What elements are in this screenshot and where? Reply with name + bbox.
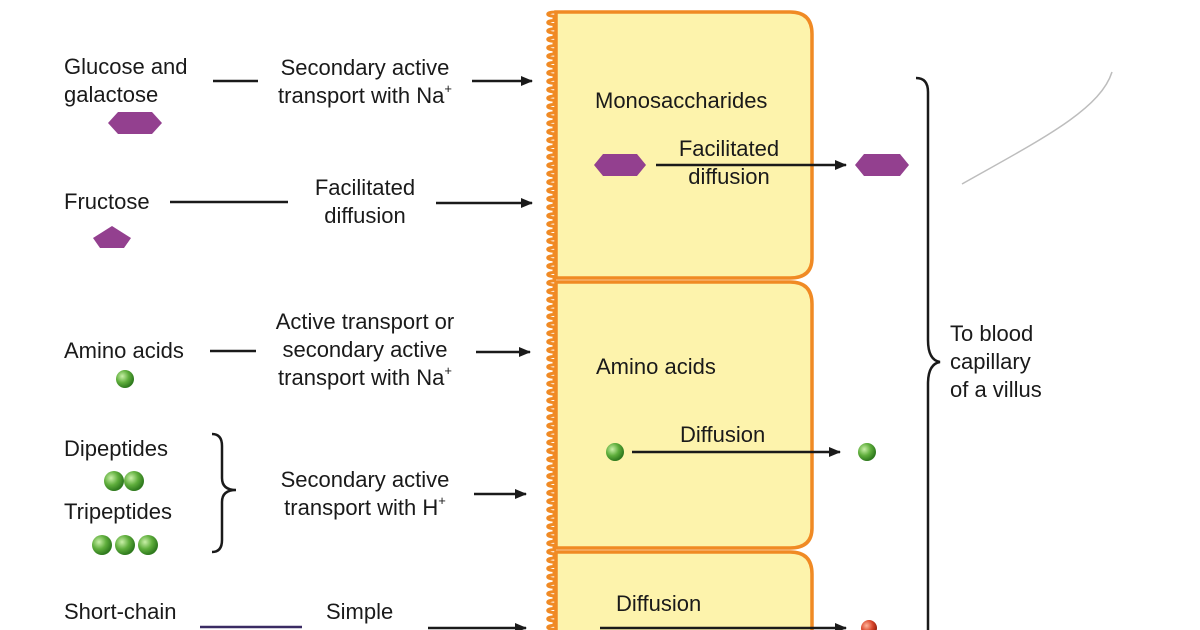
simple-label: Simple xyxy=(326,599,394,624)
sphere-molecule-icon xyxy=(861,620,877,630)
cell-middle xyxy=(554,280,814,550)
braces xyxy=(211,76,941,630)
short-chain-label: Short-chain xyxy=(64,599,177,624)
hexagon-molecule-icon xyxy=(108,112,162,134)
monosaccharides-label: Monosaccharides xyxy=(595,88,768,113)
sphere-molecule-icon xyxy=(92,535,112,555)
amino-acids-label: Amino acids xyxy=(64,338,184,363)
cell-bottom xyxy=(554,550,814,630)
transport-arrows xyxy=(428,76,847,630)
hexagon-molecule-icon xyxy=(855,154,909,176)
sphere-molecule-icon xyxy=(115,535,135,555)
glucose-label: Glucose and galactose xyxy=(64,54,188,107)
amino-diffusion-label: Diffusion xyxy=(680,422,766,447)
sphere-molecule-icon xyxy=(606,443,624,461)
molecules xyxy=(92,112,909,630)
tripeptides-label: Tripeptides xyxy=(64,499,173,524)
amino-transport-label: Active transport or secondary active tra… xyxy=(275,309,455,390)
epithelial-cells xyxy=(546,10,814,630)
cell-amino-acids-label: Amino acids xyxy=(596,354,716,379)
cell-top xyxy=(554,10,814,280)
pentagon-molecule-icon xyxy=(93,226,131,248)
sphere-molecule-icon xyxy=(116,370,134,388)
peptide-transport-label: Secondary active transport with H+ xyxy=(280,467,450,520)
fructose-transport-label: Facilitated diffusion xyxy=(314,175,416,228)
connector-lines xyxy=(170,79,302,629)
sphere-molecule-icon xyxy=(104,471,124,491)
hexagon-molecule-icon xyxy=(594,154,646,176)
blood-capillary-label: To blood capillary of a villus xyxy=(950,321,1042,402)
fructose-label: Fructose xyxy=(64,189,150,214)
dipeptides-label: Dipeptides xyxy=(64,436,168,461)
sphere-molecule-icon xyxy=(124,471,144,491)
brace-icon xyxy=(211,432,237,554)
sphere-molecule-icon xyxy=(138,535,158,555)
sphere-molecule-icon xyxy=(858,443,876,461)
mono-transport-label: Facilitated diffusion xyxy=(678,136,780,189)
bottom-diffusion-label: Diffusion xyxy=(616,591,702,616)
glucose-transport-label: Secondary active transport with Na+ xyxy=(278,55,452,108)
microvilli-border xyxy=(546,10,557,630)
brace-icon xyxy=(915,76,941,630)
pencil-stroke xyxy=(961,71,1113,185)
